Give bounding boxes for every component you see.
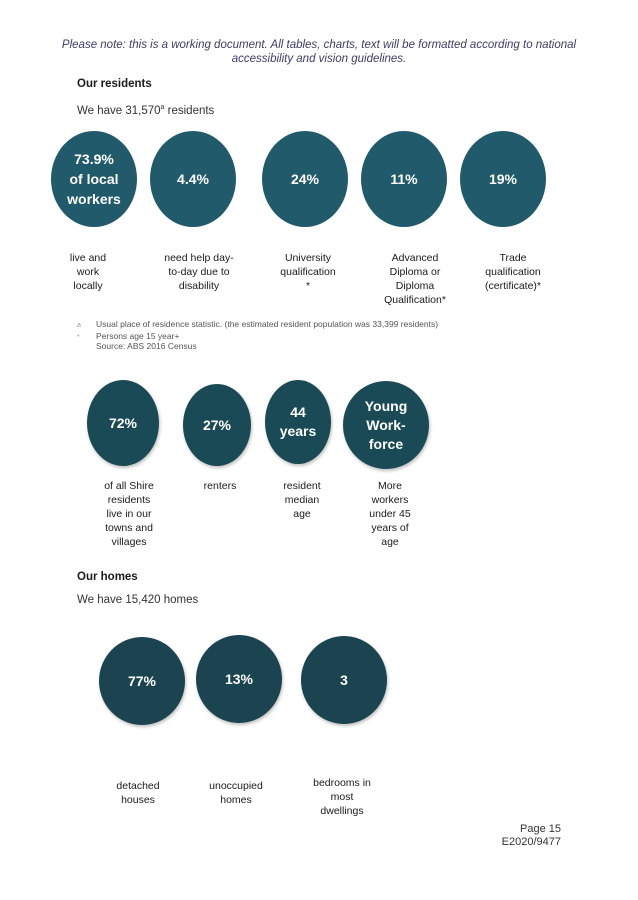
footnote-mark: a xyxy=(77,322,81,329)
stat-label-university: University qualification * xyxy=(280,252,336,292)
stat-label-bedrooms: bedrooms in most dwellings xyxy=(313,777,371,817)
residents-intro-prefix: We have 31,570 xyxy=(77,104,161,117)
stat-label-disability: need help day- to-day due to disability xyxy=(164,252,234,292)
homes-heading: Our homes xyxy=(77,571,138,583)
stat-circle-unoccupied: 13% xyxy=(196,635,282,723)
residents-intro-sup: a xyxy=(160,104,165,111)
stat-circle-renters: 27% xyxy=(183,384,251,466)
stat-label-renters: renters xyxy=(203,480,237,492)
stat-label-diploma: Advanced Diploma or Diploma Qualificatio… xyxy=(384,252,446,306)
stat-circle-detached: 77% xyxy=(99,637,185,725)
footnote-text: Usual place of residence statistic. (the… xyxy=(96,319,439,329)
residents-intro: We have 31,570a residents xyxy=(77,104,214,117)
footnote-text: Source: ABS 2016 Census xyxy=(96,341,197,351)
footnote-text: Persons age 15 year+ xyxy=(96,331,180,341)
stat-label-towns-villages: of all Shire residents live in our towns… xyxy=(104,480,154,548)
footnote-persons-age: * Persons age 15 year+ xyxy=(77,331,179,343)
stat-label-median-age: resident median age xyxy=(283,480,321,520)
stat-circle-median-age: 44 years xyxy=(265,380,331,464)
document-reference: E2020/9477 xyxy=(501,836,561,848)
footnote-source: Source: ABS 2016 Census xyxy=(77,341,197,351)
stat-circle-bedrooms: 3 xyxy=(301,636,387,724)
residents-heading: Our residents xyxy=(77,78,152,90)
stat-label-local-workers: live and work locally xyxy=(69,252,107,292)
stat-circle-young-workforce: Young Work- force xyxy=(343,381,429,469)
footnote-usual-residence: a Usual place of residence statistic. (th… xyxy=(77,319,438,331)
stat-label-unoccupied: unoccupied homes xyxy=(209,780,263,806)
footnote-mark: * xyxy=(77,334,80,341)
homes-intro: We have 15,420 homes xyxy=(77,594,199,606)
stat-label-detached: detached houses xyxy=(116,780,160,806)
stat-label-young-workforce: More workers under 45 years of age xyxy=(369,480,411,548)
stat-circle-local-workers: 73.9% of local workers xyxy=(51,131,137,227)
residents-intro-suffix: residents xyxy=(164,104,215,117)
stat-circle-towns-villages: 72% xyxy=(87,380,159,466)
stat-circle-trade: 19% xyxy=(460,131,546,227)
page-number: Page 15 xyxy=(520,823,561,835)
stat-circle-university: 24% xyxy=(262,131,348,227)
stat-circle-disability: 4.4% xyxy=(150,131,236,227)
page-footer: Page 15 E2020/9477 xyxy=(502,823,561,849)
stat-circle-diploma: 11% xyxy=(361,131,447,227)
stat-label-trade: Trade qualification (certificate)* xyxy=(484,252,541,292)
working-document-note: Please note: this is a working document.… xyxy=(61,39,577,65)
